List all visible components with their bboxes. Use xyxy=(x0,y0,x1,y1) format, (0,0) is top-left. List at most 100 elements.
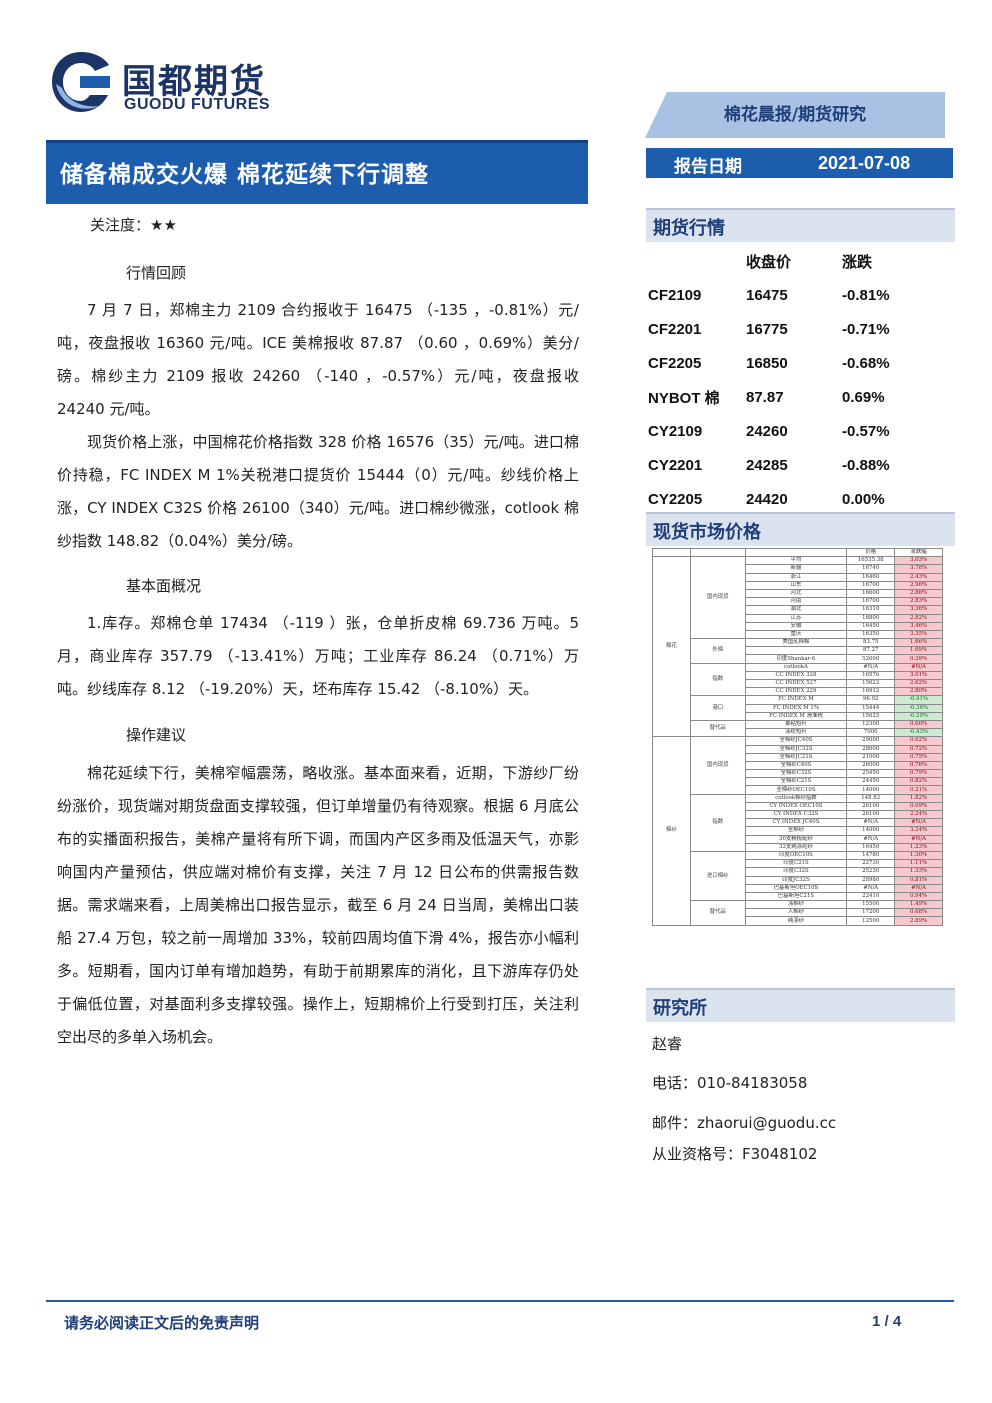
spot-price: 26100 xyxy=(846,809,896,820)
spot-change: 3.35% xyxy=(894,629,943,640)
category-banner: 棉花晨报/期货研究 xyxy=(645,92,945,138)
research-heading: 研究所 xyxy=(653,998,707,1019)
spot-change: 0.21% xyxy=(894,785,943,795)
spot-change: #N/A xyxy=(894,662,943,672)
logo-chinese-name: 国都期货 xyxy=(122,62,266,102)
futures-change: -0.68% xyxy=(842,354,890,372)
analyst-name: 赵睿 xyxy=(652,1035,683,1053)
company-logo: 国都期货 GUODU FUTURES xyxy=(50,50,300,120)
futures-col-close: 收盘价 xyxy=(746,252,792,271)
spot-change: 2.62% xyxy=(894,678,943,689)
spot-price: 25450 xyxy=(846,769,896,779)
spot-item: CC INDEX 328 xyxy=(744,670,848,681)
futures-code: CF2205 xyxy=(648,354,702,372)
spot-item: 平均 xyxy=(744,556,848,566)
footer-divider xyxy=(46,1300,954,1302)
spot-item: 河北 xyxy=(744,588,848,599)
fundamentals-paragraph: 1.库存。郑棉仓单 17434 （-119 ）张，仓单折皮棉 69.736 万吨… xyxy=(57,614,579,698)
futures-change: -0.57% xyxy=(842,422,890,440)
spot-change: 3.36% xyxy=(894,605,943,615)
analyst-license: 从业资格号：F3048102 xyxy=(652,1145,818,1163)
spot-item: 涤纶短纤 xyxy=(744,728,848,738)
spot-subgroup-label: 港口 xyxy=(689,695,746,721)
spot-item: 全棉纱 xyxy=(744,826,848,836)
spot-change: 0.00% xyxy=(894,719,943,730)
spot-item: 全棉纱C21S xyxy=(744,777,848,787)
spot-change: 3.78% xyxy=(894,564,943,574)
spot-item: 32支纯涤纶纱 xyxy=(744,842,848,852)
spot-price: 14000 xyxy=(846,785,896,795)
research-section-header: 研究所 xyxy=(646,988,955,1022)
spot-change: 1.69% xyxy=(894,646,943,656)
spot-item: 重庆 xyxy=(744,629,848,640)
spot-price: 14000 xyxy=(846,826,896,836)
spot-item: 浙江 xyxy=(744,572,848,582)
futures-col-code xyxy=(648,244,746,278)
spot-change: #N/A xyxy=(894,818,943,828)
spot-price: 17200 xyxy=(846,908,896,918)
futures-close: 16775 xyxy=(746,320,788,338)
spot-price: 22730 xyxy=(846,859,896,869)
spot-item: 印度JC32S xyxy=(744,875,848,885)
spot-price: 16350 xyxy=(846,629,896,640)
advice-paragraph: 棉花延续下行，美棉窄幅震荡，略收涨。基本面来看，近期，下游纱厂纷纷涨价，现货端对… xyxy=(57,764,579,1046)
spot-item: 印度C32S xyxy=(744,867,848,877)
spot-change: 1.33% xyxy=(894,867,943,877)
page-number: 1 / 4 xyxy=(872,1313,902,1330)
spot-change: 3.03% xyxy=(894,556,943,566)
spot-price: #N/A xyxy=(846,662,896,672)
spot-price: 16600 xyxy=(846,588,896,599)
spot-item: 全棉纱C40S xyxy=(744,760,848,771)
spot-price: 22410 xyxy=(846,891,896,902)
spot-price: 148.82 xyxy=(846,793,896,803)
spot-change: 2.82% xyxy=(894,613,943,623)
spot-change: 2.96% xyxy=(894,580,943,590)
spot-change: 0.75% xyxy=(894,752,943,762)
spot-change: 0.39% xyxy=(894,654,943,664)
spot-item: 河南 xyxy=(744,597,848,607)
spot-subgroup-label: 替代品 xyxy=(689,900,746,926)
spot-price: 26100 xyxy=(846,801,896,812)
spot-item: cotlookA xyxy=(744,662,848,672)
futures-close: 16850 xyxy=(746,354,788,372)
spot-price: #N/A xyxy=(846,834,896,844)
spot-item: 全棉纱JC21S xyxy=(744,752,848,762)
spot-item: 安徽 xyxy=(744,621,848,631)
spot-item: FC INDEX M 1% xyxy=(744,703,848,713)
spot-price: 16800 xyxy=(846,613,896,623)
spot-change: 0.79% xyxy=(894,769,943,779)
analyst-email[interactable]: 邮件：zhaorui@guodu.cc xyxy=(652,1114,837,1132)
spot-subgroup-label: 外棉 xyxy=(689,638,746,664)
spot-change: -0.29% xyxy=(894,711,943,721)
spot-change: -0.43% xyxy=(894,728,943,738)
market-review-paragraph: 现货价格上涨，中国棉花价格指数 328 价格 16576（35）元/吨。进口棉价… xyxy=(57,433,579,550)
spot-change: 2.43% xyxy=(894,572,943,582)
spot-change: 0.72% xyxy=(894,744,943,754)
disclaimer-link[interactable]: 请务必阅读正文后的免责声明 xyxy=(64,1314,260,1332)
market-review-heading: 行情回顾 xyxy=(126,264,187,282)
spot-subgroup-label: 国内现货 xyxy=(689,556,746,640)
spot-item: CY INDEX C32S xyxy=(744,809,848,820)
logo-english-name: GUODU FUTURES xyxy=(124,96,271,113)
spot-change: 0.81% xyxy=(894,875,943,885)
spot-subgroup-label: 指数 xyxy=(689,793,746,852)
market-review-text: 7 月 7 日，郑棉主力 2109 合约报收于 16475 （-135 ，-0.… xyxy=(57,294,579,558)
spot-price: 26000 xyxy=(846,760,896,771)
spot-item: 巴基斯坦C21S xyxy=(744,891,848,902)
futures-col-change: 涨跌 xyxy=(842,252,873,271)
spot-change: 2.83% xyxy=(894,597,943,607)
banner-shape xyxy=(645,92,945,138)
spot-section-header: 现货市场价格 xyxy=(646,512,955,546)
spot-change: 1.82% xyxy=(894,793,943,803)
spot-price: 16912 xyxy=(846,687,896,697)
spot-change: 2.86% xyxy=(894,588,943,599)
